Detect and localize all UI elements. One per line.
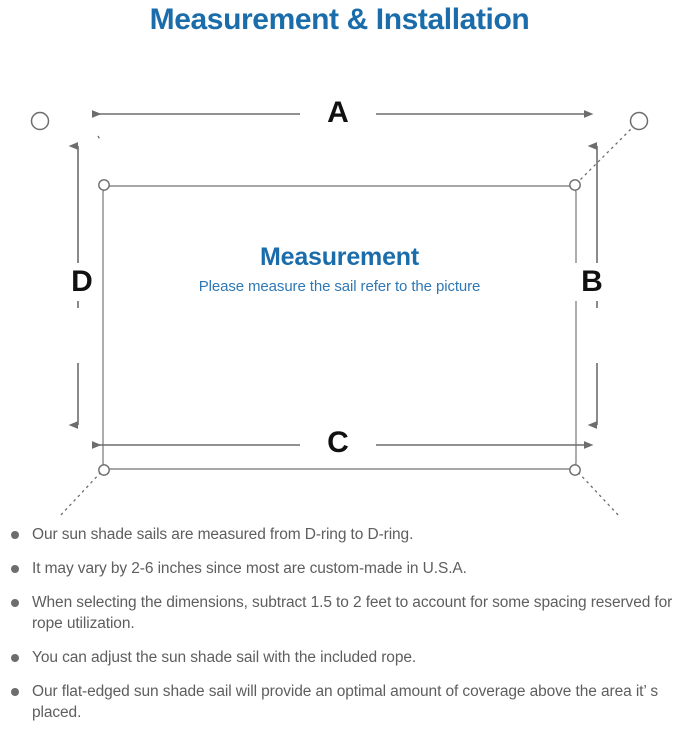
list-item: Our sun shade sails are measured from D-… xyxy=(0,524,679,545)
anchor-rings xyxy=(30,111,649,131)
bullet-icon xyxy=(11,599,19,607)
dimension-label-b: B xyxy=(572,263,612,301)
bullet-icon xyxy=(11,565,19,573)
note-text: When selecting the dimensions, subtract … xyxy=(32,594,673,632)
bullet-icon xyxy=(11,654,19,662)
d-ring-top-right xyxy=(569,179,581,191)
d-ring-bottom-left xyxy=(98,464,110,476)
list-item: When selecting the dimensions, subtract … xyxy=(0,592,679,634)
diagram-svg xyxy=(30,110,649,516)
dimension-label-a: A xyxy=(310,98,366,128)
d-ring-top-left xyxy=(98,179,110,191)
note-text: Our flat-edged sun shade sail will provi… xyxy=(32,683,658,721)
d-ring-bottom-right xyxy=(569,464,581,476)
note-text: You can adjust the sun shade sail with t… xyxy=(32,649,417,666)
note-text: It may vary by 2-6 inches since most are… xyxy=(32,560,467,577)
bullet-icon xyxy=(11,531,19,539)
note-text: Our sun shade sails are measured from D-… xyxy=(32,526,414,543)
anchor-ring-top-left xyxy=(30,111,50,131)
sail-rectangle xyxy=(102,185,577,470)
dimension-label-d: D xyxy=(62,263,102,301)
sail-center-heading: Measurement xyxy=(260,243,419,271)
dimension-label-c: C xyxy=(310,428,366,458)
rope-top-right xyxy=(575,124,636,185)
list-item: You can adjust the sun shade sail with t… xyxy=(0,647,679,668)
d-rings xyxy=(98,179,581,476)
list-item: It may vary by 2-6 inches since most are… xyxy=(0,558,679,579)
rope-bottom-left xyxy=(59,469,104,516)
rope-lines xyxy=(59,124,636,516)
sail-center-subtext: Please measure the sail refer to the pic… xyxy=(198,278,481,295)
page-title: Measurement & Installation xyxy=(149,3,530,36)
measurement-diagram xyxy=(0,46,679,516)
anchor-ring-top-right xyxy=(629,111,649,131)
bullet-icon xyxy=(11,688,19,696)
notes-list: Our sun shade sails are measured from D-… xyxy=(0,524,679,736)
rope-top-left xyxy=(97,135,102,142)
list-item: Our flat-edged sun shade sail will provi… xyxy=(0,681,679,723)
rope-bottom-right xyxy=(575,469,620,516)
